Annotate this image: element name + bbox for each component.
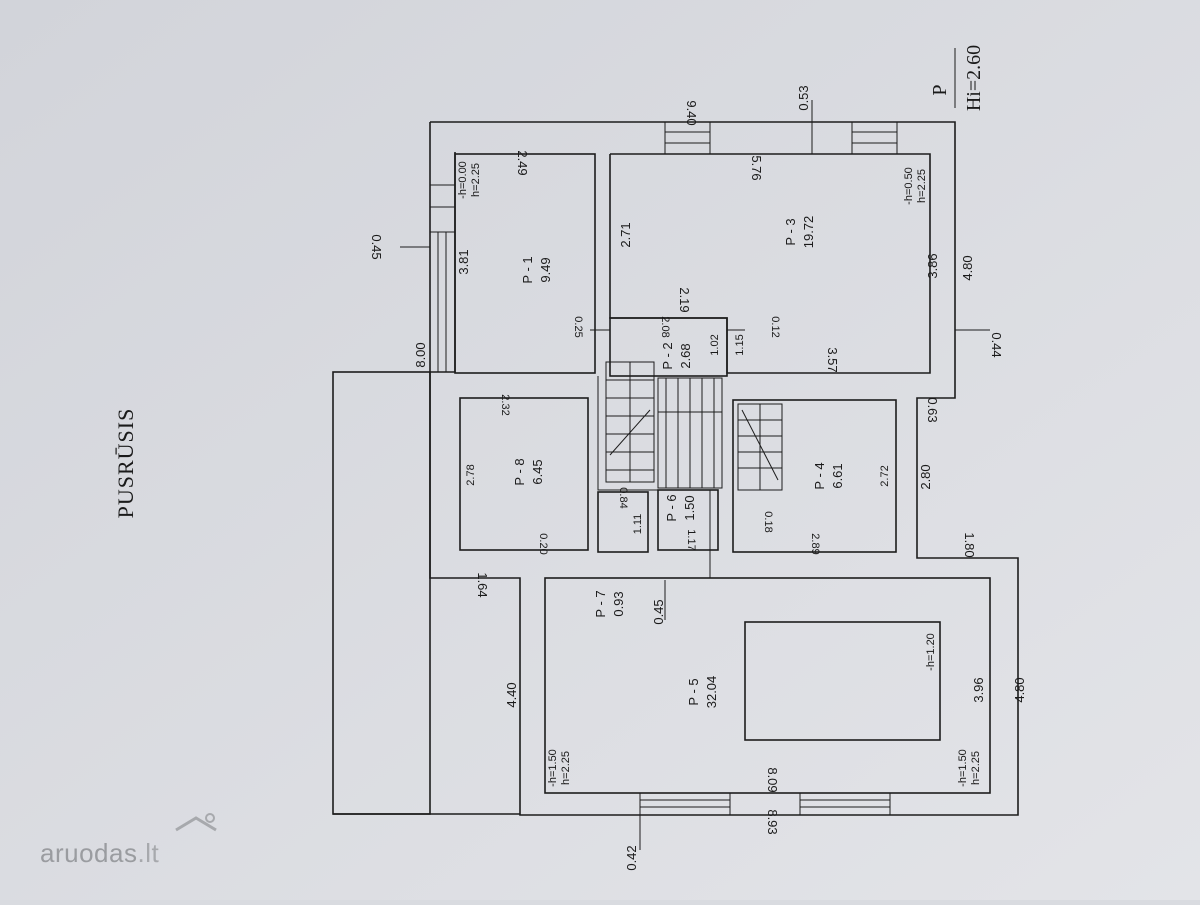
windows [429, 121, 898, 816]
level-marker: P Hi=2.60 [929, 45, 985, 111]
svg-text:0.44: 0.44 [989, 332, 1004, 357]
svg-text:5.76: 5.76 [749, 155, 764, 180]
svg-text:P - 8: P - 8 [512, 458, 527, 485]
watermark-house-icon [175, 813, 217, 832]
svg-text:P - 6: P - 6 [664, 494, 679, 521]
svg-text:0.18: 0.18 [762, 511, 774, 532]
svg-text:8.09: 8.09 [765, 767, 780, 792]
svg-text:2.72: 2.72 [879, 465, 891, 486]
svg-text:2.19: 2.19 [677, 287, 692, 312]
svg-text:-h=1.20: -h=1.20 [925, 633, 937, 671]
svg-text:0.42: 0.42 [624, 845, 639, 870]
svg-text:0.25: 0.25 [572, 316, 584, 337]
room-label-p7: P - 7 0.93 [593, 590, 626, 617]
drawing-title: PUSRŪSIS [113, 408, 138, 519]
svg-text:0.45: 0.45 [369, 234, 384, 259]
svg-text:0.93: 0.93 [611, 591, 626, 616]
watermark-tld: .lt [137, 838, 160, 868]
dimension-lines [400, 100, 990, 850]
svg-text:2.32: 2.32 [499, 394, 511, 415]
svg-text:8.00: 8.00 [413, 342, 428, 367]
svg-text:2.78: 2.78 [465, 464, 477, 485]
svg-text:1.80: 1.80 [962, 532, 977, 557]
svg-text:P - 5: P - 5 [686, 678, 701, 705]
svg-text:h=2.25: h=2.25 [916, 169, 928, 203]
svg-text:1.15: 1.15 [734, 334, 746, 355]
room-p8-outline [459, 397, 589, 551]
svg-text:P - 1: P - 1 [520, 256, 535, 283]
svg-text:9.49: 9.49 [538, 257, 553, 282]
level-labels: -h=0.00 h=2.25 -h=0.50 h=2.25 -h=1.20 -h… [457, 161, 982, 787]
svg-text:P: P [929, 84, 951, 95]
svg-text:-h=1.50: -h=1.50 [957, 749, 969, 787]
svg-text:P - 7: P - 7 [593, 590, 608, 617]
svg-text:P - 4: P - 4 [812, 462, 827, 489]
svg-text:2.71: 2.71 [618, 222, 633, 247]
stairs-p4 [737, 403, 783, 491]
svg-text:0.63: 0.63 [925, 397, 940, 422]
svg-text:32.04: 32.04 [704, 676, 719, 709]
svg-text:8.93: 8.93 [765, 809, 780, 834]
watermark-name: aruodas [40, 838, 138, 868]
svg-text:P - 3: P - 3 [783, 218, 798, 245]
svg-text:1.50: 1.50 [682, 495, 697, 520]
svg-text:2.49: 2.49 [515, 150, 530, 175]
svg-text:h=2.25: h=2.25 [560, 751, 572, 785]
svg-text:4.80: 4.80 [1012, 677, 1027, 702]
stairs-left [605, 361, 655, 483]
room-p7-outline [597, 491, 649, 553]
svg-text:0.12: 0.12 [769, 316, 781, 337]
room-p5-outline [544, 577, 991, 794]
svg-text:2.08: 2.08 [659, 316, 671, 337]
watermark: aruodas.lt [40, 838, 159, 869]
svg-text:1.11: 1.11 [632, 514, 644, 535]
svg-text:3.57: 3.57 [825, 347, 840, 372]
svg-text:2.80: 2.80 [918, 464, 933, 489]
svg-text:6.45: 6.45 [530, 459, 545, 484]
room-label-p6: P - 6 1.50 [664, 494, 697, 521]
svg-text:19.72: 19.72 [801, 216, 816, 249]
svg-text:-h=0.00: -h=0.00 [457, 161, 469, 199]
svg-text:4.80: 4.80 [960, 255, 975, 280]
svg-text:PUSRŪSIS: PUSRŪSIS [113, 408, 138, 519]
room-label-p8: P - 8 6.45 [512, 458, 545, 485]
svg-text:3.96: 3.96 [971, 677, 986, 702]
svg-text:3.86: 3.86 [925, 253, 940, 278]
room-p4-outline [732, 399, 897, 553]
svg-text:h=2.25: h=2.25 [470, 163, 482, 197]
room-label-p4: P - 4 6.61 [812, 462, 845, 489]
svg-text:0.20: 0.20 [537, 533, 549, 554]
svg-text:4.40: 4.40 [504, 682, 519, 707]
svg-text:3.81: 3.81 [456, 249, 471, 274]
svg-text:1.02: 1.02 [709, 334, 721, 355]
svg-text:9.40: 9.40 [684, 100, 699, 125]
dimension-labels: 9.40 0.53 5.76 2.71 3.86 3.57 2.19 2.49 … [369, 85, 1027, 870]
stairs-center [657, 377, 723, 489]
svg-text:-h=1.50: -h=1.50 [547, 749, 559, 787]
svg-text:0.45: 0.45 [651, 599, 666, 624]
svg-text:P - 2: P - 2 [660, 342, 675, 369]
svg-text:h=2.25: h=2.25 [970, 751, 982, 785]
pit-outline [744, 621, 941, 741]
room-p2-outline [609, 317, 728, 377]
room-label-p2: P - 2 2.68 [660, 342, 693, 369]
svg-text:Hi=2.60: Hi=2.60 [963, 45, 985, 111]
svg-text:6.61: 6.61 [830, 463, 845, 488]
svg-text:0.53: 0.53 [796, 85, 811, 110]
room-label-p3: P - 3 19.72 [783, 216, 816, 249]
svg-text:2.89: 2.89 [809, 533, 821, 554]
svg-text:-h=0.50: -h=0.50 [903, 167, 915, 205]
room-label-p5: P - 5 32.04 [686, 676, 719, 709]
svg-text:0.84: 0.84 [617, 487, 629, 508]
room-label-p1: P - 1 9.49 [520, 256, 553, 283]
svg-text:1.17: 1.17 [685, 529, 697, 550]
svg-text:2.68: 2.68 [678, 343, 693, 368]
svg-text:1.64: 1.64 [475, 572, 490, 597]
